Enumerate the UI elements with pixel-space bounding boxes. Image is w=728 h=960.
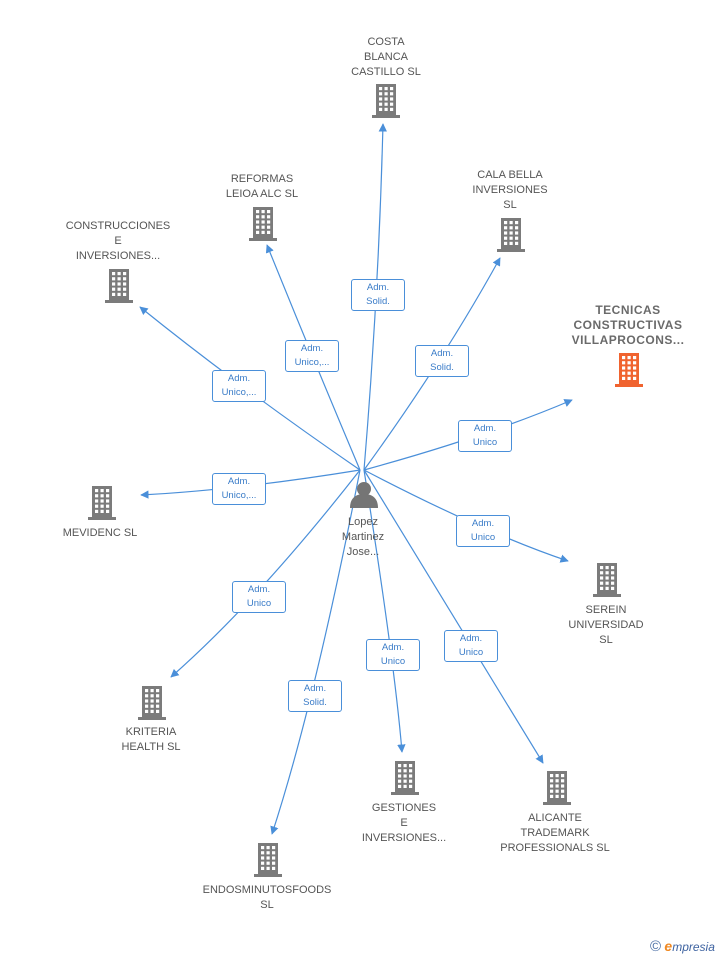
- company-label-mevidenc[interactable]: MEVIDENC SL: [62, 527, 138, 539]
- company-label-cala-bella[interactable]: CALA BELLA INVERSIONES SL: [472, 169, 548, 211]
- edge-label-construcciones[interactable]: Adm. Unico,...: [212, 370, 266, 402]
- company-label-reformas-leioa[interactable]: REFORMAS LEIOA ALC SL: [225, 173, 299, 200]
- person-label[interactable]: Lopez Martinez Jose...: [341, 516, 385, 558]
- edge-endosminutos: [270, 469, 361, 835]
- edge-label-kriteria[interactable]: Adm. Unico: [232, 581, 286, 613]
- building-icon-serein[interactable]: [593, 563, 621, 597]
- company-label-serein[interactable]: SEREIN UNIVERSIDAD SL: [568, 604, 644, 646]
- edge-label-serein[interactable]: Adm. Unico: [456, 515, 510, 547]
- building-icon-construcciones[interactable]: [105, 269, 133, 303]
- building-icon-tecnicas[interactable]: [615, 353, 643, 387]
- edge-label-gestiones[interactable]: Adm. Unico: [366, 639, 420, 671]
- building-icon-costa-blanca[interactable]: [372, 84, 400, 118]
- company-label-gestiones[interactable]: GESTIONES E INVERSIONES...: [361, 802, 447, 844]
- person-icon[interactable]: [350, 482, 378, 508]
- company-label-tecnicas[interactable]: TECNICAS CONSTRUCTIVAS VILLAPROCONS...: [571, 303, 685, 347]
- company-label-alicante[interactable]: ALICANTE TRADEMARK PROFESSIONALS SL: [500, 812, 610, 854]
- copyright-icon: ©: [650, 938, 662, 955]
- edge-label-tecnicas[interactable]: Adm. Unico: [458, 420, 512, 452]
- building-icon-alicante[interactable]: [543, 771, 571, 805]
- company-label-kriteria[interactable]: KRITERIA HEALTH SL: [121, 726, 181, 753]
- company-label-endosminutos[interactable]: ENDOSMINUTOSFOODS SL: [202, 884, 332, 911]
- edge-label-mevidenc[interactable]: Adm. Unico,...: [212, 473, 266, 505]
- building-icon-mevidenc[interactable]: [88, 486, 116, 520]
- empresia-logo-text: mpresia: [672, 940, 715, 954]
- edge-label-reformas-leioa[interactable]: Adm. Unico,...: [285, 340, 339, 372]
- edge-label-costa-blanca[interactable]: Adm. Solid.: [351, 279, 405, 311]
- building-icon-endosminutos[interactable]: [254, 843, 282, 877]
- edge-label-alicante[interactable]: Adm. Unico: [444, 630, 498, 662]
- building-icon-reformas-leioa[interactable]: [249, 207, 277, 241]
- edge-gestiones: [363, 469, 406, 753]
- building-icon-kriteria[interactable]: [138, 686, 166, 720]
- company-label-costa-blanca[interactable]: COSTA BLANCA CASTILLO SL: [351, 36, 421, 78]
- building-icon-gestiones[interactable]: [391, 761, 419, 795]
- edge-label-endosminutos[interactable]: Adm. Solid.: [288, 680, 342, 712]
- company-label-construcciones[interactable]: CONSTRUCCIONES E INVERSIONES...: [65, 220, 171, 262]
- edge-label-cala-bella[interactable]: Adm. Solid.: [415, 345, 469, 377]
- building-icon-cala-bella[interactable]: [497, 218, 525, 252]
- footer-brand: © empresia: [650, 938, 715, 958]
- empresia-logo-initial: e: [664, 938, 673, 954]
